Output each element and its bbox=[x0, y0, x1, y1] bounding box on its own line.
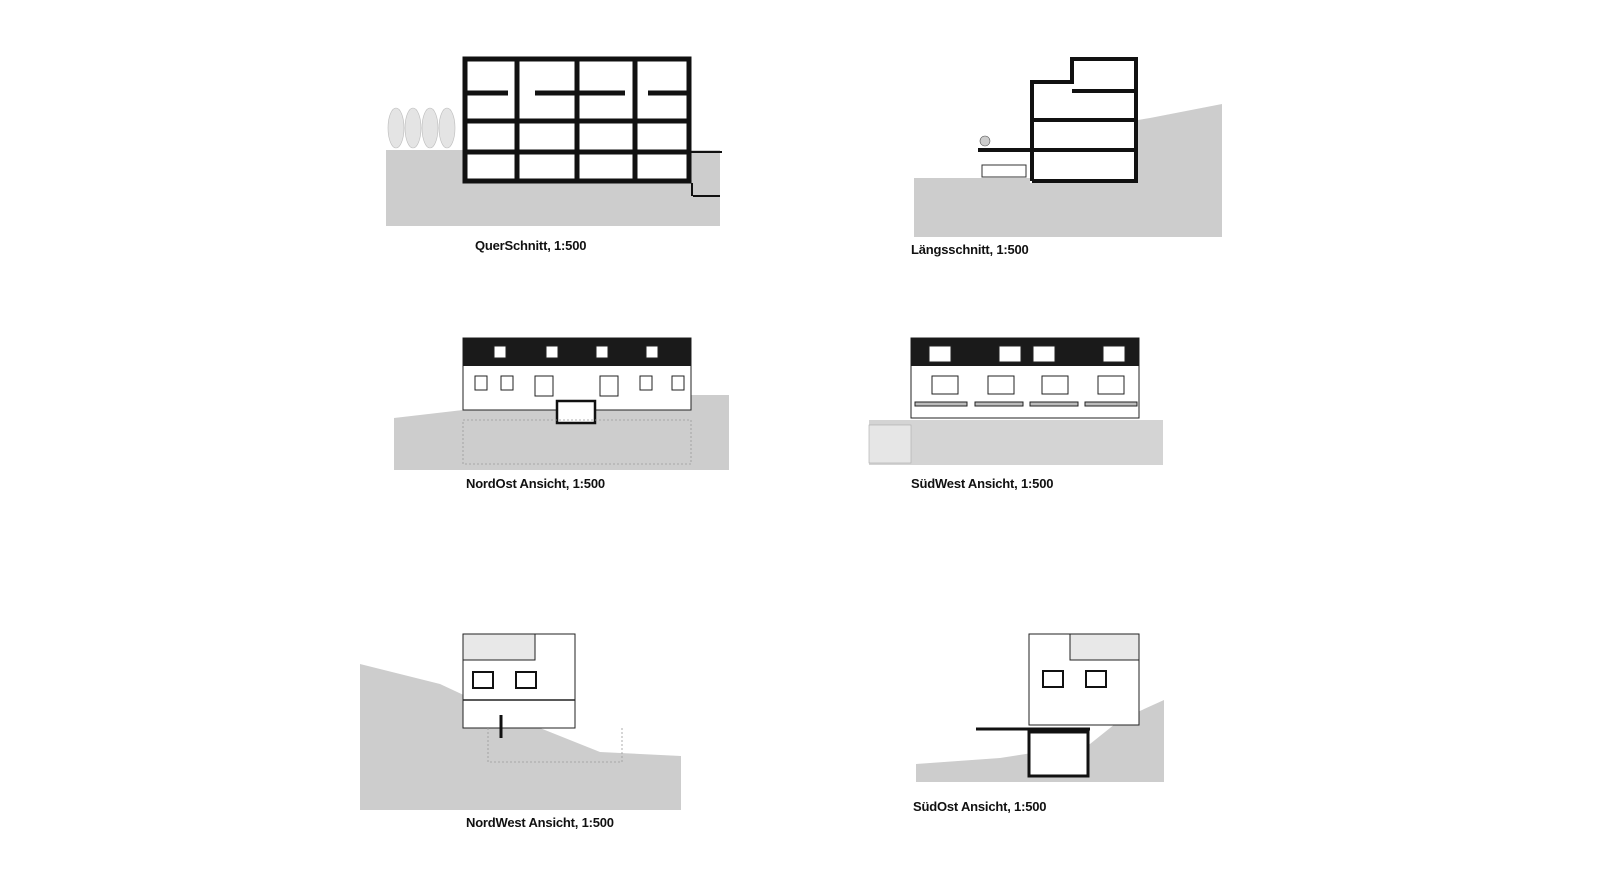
drawing-title-northwest: NordWest Ansicht, 1:500 bbox=[466, 815, 614, 830]
drawing-title-cross-section: QuerSchnitt, 1:500 bbox=[475, 238, 587, 253]
drawing-title-southeast: SüdOst Ansicht, 1:500 bbox=[913, 799, 1047, 814]
drawing-title-northeast: NordOst Ansicht, 1:500 bbox=[466, 476, 605, 491]
northwest-elevation-drawing bbox=[360, 633, 681, 810]
cross-section-drawing bbox=[386, 56, 722, 226]
drawing-title-southwest: SüdWest Ansicht, 1:500 bbox=[911, 476, 1054, 491]
northeast-elevation-drawing bbox=[394, 337, 729, 470]
longitudinal-section-drawing bbox=[914, 57, 1222, 237]
southeast-elevation-drawing bbox=[916, 633, 1164, 782]
tree-icon bbox=[979, 135, 991, 147]
drawing-title-longitudinal-section: Längsschnitt, 1:500 bbox=[911, 242, 1029, 257]
southwest-elevation-drawing bbox=[868, 337, 1163, 465]
car-icon bbox=[981, 164, 1027, 178]
